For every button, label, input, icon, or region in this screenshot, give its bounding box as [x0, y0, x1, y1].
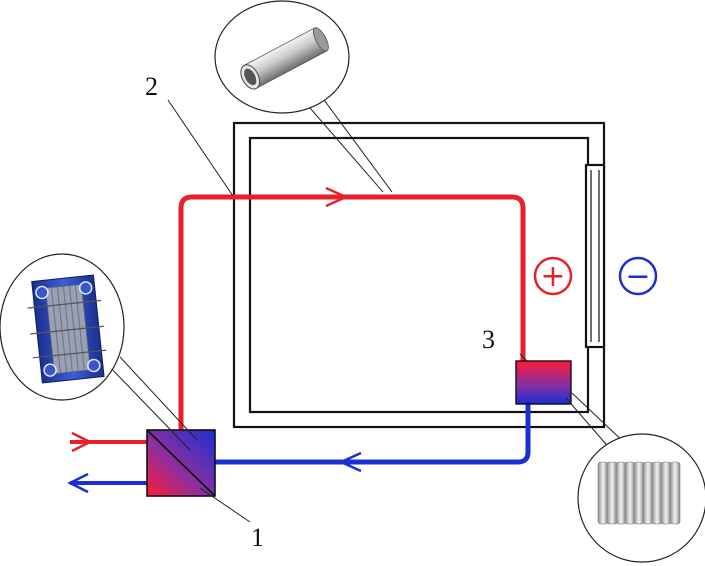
external-supply-arrow — [71, 431, 93, 453]
pipes — [67, 186, 531, 494]
external-return-arrow — [67, 472, 89, 494]
return-pipe — [215, 404, 531, 465]
minus-sign: − — [625, 259, 650, 294]
radiator — [515, 360, 572, 405]
heat-exchanger-callout — [0, 253, 125, 401]
supply-pipe — [178, 194, 526, 430]
plate-heat-exchanger-image — [27, 274, 107, 384]
supply-flow-arrow — [325, 186, 350, 208]
label-heat-exchanger: 1 — [251, 523, 264, 552]
label-pipe: 2 — [145, 72, 158, 101]
plus-sign: + — [540, 259, 565, 294]
heat-exchanger — [146, 429, 216, 497]
return-flow-arrow — [337, 451, 362, 473]
room — [232, 121, 606, 429]
steel-pipe-image — [240, 27, 329, 90]
label-radiator: 3 — [482, 325, 495, 354]
radiator-image — [597, 461, 681, 525]
outside-minus-symbol: − — [618, 256, 658, 296]
pipe-callout — [214, 0, 350, 114]
radiator-callout — [577, 433, 705, 563]
window — [584, 163, 606, 349]
leader-lines — [104, 84, 631, 523]
inside-plus-symbol: + — [533, 256, 573, 296]
